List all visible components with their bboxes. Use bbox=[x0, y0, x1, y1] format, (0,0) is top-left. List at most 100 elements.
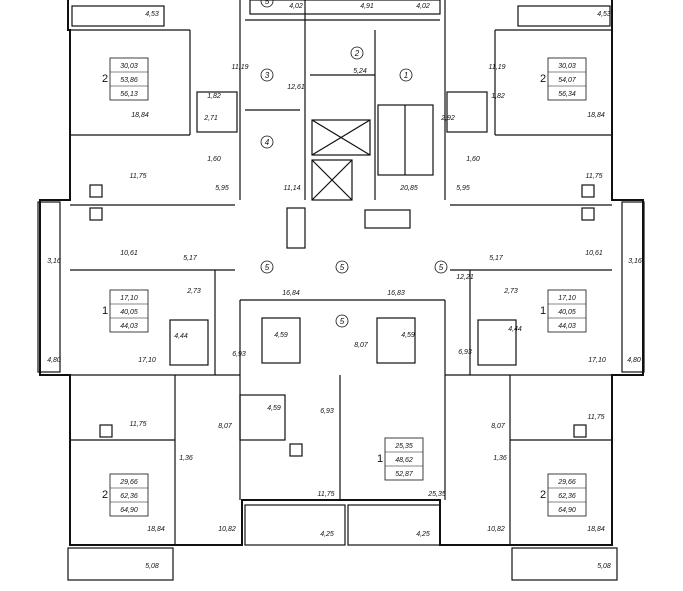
apartment-label-box bbox=[384, 437, 424, 481]
room-area-label: 11,75 bbox=[588, 414, 605, 421]
room-area-label: 12,61 bbox=[287, 84, 305, 91]
room-area-label: 1,36 bbox=[493, 455, 507, 462]
room-area-label: 5,17 bbox=[183, 255, 198, 262]
room-area-label: 11,19 bbox=[489, 64, 506, 71]
apartment-living-area: 29,66 bbox=[557, 479, 576, 486]
room-area-label: 16,83 bbox=[387, 290, 405, 297]
apartment-total-area: 40,05 bbox=[558, 309, 576, 316]
room-area-label: 3,16 bbox=[628, 258, 642, 265]
room-area-label: 8,07 bbox=[218, 423, 233, 430]
apartment-living-area: 30,03 bbox=[120, 63, 138, 70]
room-area-label: 18,84 bbox=[587, 526, 605, 533]
apartment-total-area: 53,86 bbox=[120, 77, 138, 84]
apartment-total-area: 62,36 bbox=[120, 493, 138, 500]
apartment-rooms: 2 bbox=[540, 489, 546, 501]
room-area-label: 1,36 bbox=[179, 455, 193, 462]
room-area-label: 8,07 bbox=[354, 342, 369, 349]
room-area-label: 5,95 bbox=[215, 185, 229, 192]
room-area-label: 5,08 bbox=[145, 563, 159, 570]
apartment-gross-area: 52,87 bbox=[395, 471, 414, 478]
room-area-label: 11,75 bbox=[130, 421, 147, 428]
room-area-label: 10,82 bbox=[487, 526, 505, 533]
room-area-label: 2,73 bbox=[186, 288, 201, 295]
room-area-label: 4,59 bbox=[267, 405, 281, 412]
room-area-label: 18,84 bbox=[147, 526, 165, 533]
apartment-total-area: 40,05 bbox=[120, 309, 138, 316]
apartment-gross-area: 56,13 bbox=[120, 91, 138, 98]
apartment-living-area: 17,10 bbox=[120, 295, 138, 302]
room-area-label: 5,08 bbox=[597, 563, 611, 570]
section-marker-circle bbox=[260, 260, 274, 274]
apartment-rooms: 1 bbox=[102, 305, 108, 317]
section-marker-label: 5 bbox=[439, 263, 444, 272]
section-marker-label: 4 bbox=[265, 138, 270, 147]
room-area-label: 4,59 bbox=[274, 332, 288, 339]
apartment-label-box bbox=[547, 289, 587, 333]
room-area-label: 4,25 bbox=[416, 531, 430, 538]
apartment-gross-area: 64,90 bbox=[558, 507, 576, 514]
room-area-label: 11,75 bbox=[130, 173, 147, 180]
apartment-rooms: 2 bbox=[102, 489, 108, 501]
room-area-label: 6,93 bbox=[232, 351, 246, 358]
room-area-label: 4,80 bbox=[47, 357, 61, 364]
section-marker-label: 5 bbox=[265, 263, 270, 272]
room-area-label: 1,60 bbox=[207, 156, 221, 163]
room-area-label: 12,21 bbox=[456, 274, 474, 281]
room-area-label: 4,53 bbox=[597, 11, 611, 18]
section-marker-circle bbox=[350, 46, 364, 60]
room-area-label: 5,24 bbox=[353, 68, 367, 75]
room-area-label: 10,61 bbox=[585, 250, 603, 257]
room-area-label: 4,91 bbox=[360, 3, 374, 10]
room-area-label: 6,93 bbox=[320, 408, 334, 415]
room-area-label: 11,19 bbox=[232, 64, 249, 71]
section-marker-label: 2 bbox=[354, 49, 360, 58]
room-area-label: 4,59 bbox=[401, 332, 415, 339]
apartment-gross-area: 44,03 bbox=[558, 323, 576, 330]
section-marker-label: 5 bbox=[265, 0, 270, 6]
room-area-label: 8,07 bbox=[491, 423, 506, 430]
apartment-gross-area: 64,90 bbox=[120, 507, 138, 514]
room-area-label: 18,84 bbox=[587, 112, 605, 119]
apartment-label-box bbox=[109, 57, 149, 101]
section-marker-circle bbox=[335, 260, 349, 274]
room-area-label: 4,02 bbox=[416, 3, 430, 10]
room-area-label: 2,71 bbox=[203, 115, 218, 122]
section-marker-circle bbox=[335, 314, 349, 328]
apartment-gross-area: 56,34 bbox=[558, 91, 576, 98]
apartment-label-box bbox=[109, 473, 149, 517]
room-area-label: 4,44 bbox=[174, 333, 188, 340]
section-marker-label: 1 bbox=[404, 71, 408, 80]
room-area-label: 11,14 bbox=[284, 185, 301, 192]
apartment-rooms: 2 bbox=[102, 73, 108, 85]
room-area-label: 2,92 bbox=[440, 115, 455, 122]
apartment-rooms: 1 bbox=[377, 453, 383, 465]
room-area-label: 11,75 bbox=[586, 173, 603, 180]
apartment-gross-area: 44,03 bbox=[120, 323, 138, 330]
section-marker-label: 5 bbox=[340, 317, 345, 326]
room-area-label: 1,82 bbox=[207, 93, 221, 100]
room-area-label: 4,53 bbox=[145, 11, 159, 18]
apartment-label-box bbox=[109, 289, 149, 333]
room-area-label: 17,10 bbox=[588, 357, 606, 364]
room-area-label: 1,82 bbox=[491, 93, 505, 100]
room-area-label: 3,16 bbox=[47, 258, 61, 265]
apartment-living-area: 29,66 bbox=[119, 479, 138, 486]
room-area-label: 17,10 bbox=[138, 357, 156, 364]
apartment-living-area: 30,03 bbox=[558, 63, 576, 70]
section-marker-circle bbox=[399, 68, 413, 82]
apartment-total-area: 48,62 bbox=[395, 457, 413, 464]
section-marker-label: 5 bbox=[340, 263, 345, 272]
section-marker-label: 3 bbox=[265, 71, 270, 80]
room-area-label: 25,35 bbox=[427, 491, 446, 498]
room-area-label: 5,17 bbox=[489, 255, 504, 262]
room-area-label: 20,85 bbox=[399, 185, 418, 192]
room-area-label: 16,84 bbox=[282, 290, 300, 297]
room-area-label: 4,25 bbox=[320, 531, 334, 538]
room-area-label: 4,80 bbox=[627, 357, 641, 364]
section-marker-circle bbox=[260, 0, 274, 8]
apartment-label-box bbox=[547, 57, 587, 101]
room-area-label: 5,95 bbox=[456, 185, 470, 192]
room-area-label: 4,44 bbox=[508, 326, 522, 333]
room-area-label: 4,02 bbox=[289, 3, 303, 10]
